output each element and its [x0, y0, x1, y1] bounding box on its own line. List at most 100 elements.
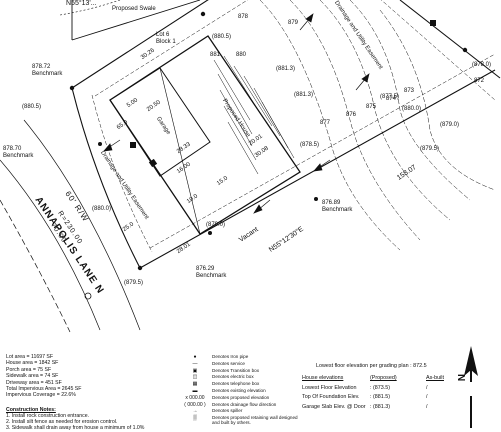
grade: (878.0)	[472, 62, 492, 68]
proposed-swale	[59, 0, 121, 16]
legend: ● Denotes Iron pipe — Denotes service ▣ Den…	[178, 354, 302, 425]
contour-label: 875	[366, 104, 377, 110]
elevation-label: Top Of Foundation Elev.	[302, 394, 360, 400]
contour-label: 878	[238, 14, 249, 20]
setback-lines	[91, 0, 496, 253]
legend-symbol: ▦	[192, 381, 198, 388]
north-property-line	[71, 0, 209, 89]
elevation-asbuilt: /	[426, 394, 428, 400]
benchmark-elev-3: 876.89	[322, 200, 341, 206]
grade: (881.3)	[294, 92, 314, 98]
lot-stat: Lot area = 11697 SF	[6, 354, 54, 360]
grade: (881.3)	[276, 66, 296, 72]
grade: (880.0)	[92, 206, 112, 212]
construction-note: 3. Sidewalk shall drain away from house …	[6, 425, 145, 431]
grade: (879.5)	[420, 146, 440, 152]
east-property-line	[399, 0, 501, 79]
construction-notes-heading: Construction Notes:	[6, 407, 56, 413]
elevation-asbuilt: /	[426, 403, 428, 410]
lot-stat: Total Impervious Area = 2645 SF	[6, 386, 82, 393]
legend-text: Denotes service	[212, 360, 245, 366]
elevations-header-proposed: (Proposed)	[370, 375, 397, 381]
benchmark-label-4: Benchmark	[196, 273, 227, 279]
legend-row: →Denotes spiller	[178, 408, 302, 415]
benchmark-label-2: Benchmark	[3, 153, 34, 159]
grade: (880.0)	[402, 106, 422, 112]
elevation-label: Garage Slab Elev. @ Door	[302, 403, 366, 410]
drainage-arrows	[103, 13, 370, 214]
benchmark-elev-4: 876.29	[196, 266, 215, 272]
construction-note: 2. Install silt fence as needed for eros…	[6, 419, 118, 425]
contour-label: 873	[404, 88, 415, 94]
legend-row: ▣ Denotes Transition box	[178, 368, 302, 375]
elevation-row: Top Of Foundation Elev. : (881.5) /	[302, 393, 444, 403]
lot-stat: House area = 1842 SF	[6, 360, 59, 367]
legend-text: Denotes drainage flow direction	[212, 401, 277, 407]
contour-label: 876	[346, 112, 357, 118]
legend-symbol: ●	[193, 354, 197, 360]
legend-symbol: ▬	[192, 387, 198, 394]
legend-text: Denotes Iron pipe	[212, 354, 249, 359]
legend-text: Denotes telephone box	[212, 381, 260, 387]
legend-row: ( 000.00 ) Denotes drainage flow directio…	[178, 402, 302, 409]
grade: (880.5)	[22, 104, 42, 110]
legend-symbol: x 000.00	[185, 394, 205, 401]
elevations-header: House elevations (Proposed) As-built	[302, 374, 444, 384]
elevations-header-asbuilt: As-built	[426, 375, 444, 381]
legend-symbol: →	[192, 408, 198, 415]
elevation-row: Lowest Floor Elevation : (873.5) /	[302, 384, 444, 394]
west-property-arc	[71, 87, 141, 269]
lot-stat: Sidewalk area = 74 SF	[6, 373, 59, 380]
grade: (880.5)	[212, 34, 232, 40]
legend-symbol: —	[192, 360, 198, 367]
legend-text: Denotes Transition box	[212, 367, 259, 373]
grade: (877.5)	[380, 94, 400, 100]
legend-symbol: ◫	[192, 374, 198, 381]
grade: (879.5)	[124, 280, 144, 286]
legend-row: ● Denotes Iron pipe	[178, 354, 302, 361]
construction-notes: Construction Notes: 1. Install rock cons…	[6, 407, 144, 431]
legend-row: — Denotes service	[178, 361, 302, 368]
contour-label: 880	[236, 52, 247, 58]
elevation-proposed: : (881.5)	[370, 394, 391, 400]
contour-lines	[259, 0, 496, 251]
legend-symbol: ( 000.00 )	[184, 401, 206, 408]
contour-label: 872	[474, 78, 485, 84]
north-arrow-icon	[464, 346, 478, 428]
legend-text: Denotes electric box	[212, 374, 254, 380]
legend-row: ▬ Denotes existing elevation	[178, 388, 302, 395]
legend-symbol: ▒	[193, 415, 197, 422]
legal-lot: Lot 6	[156, 32, 170, 38]
north-bearing: N55°13'...	[66, 0, 97, 7]
elevation-label: Lowest Floor Elevation	[302, 384, 357, 391]
grade: (878.5)	[300, 142, 320, 148]
benchmark-label-1: Benchmark	[32, 71, 63, 77]
construction-note: 1. Install rock construction entrance.	[6, 413, 90, 419]
contour-label: 877	[320, 120, 331, 126]
grade: (879.0)	[440, 122, 460, 128]
benchmark-elev-1: 878.72	[32, 64, 51, 70]
contour-label: 879	[288, 20, 299, 26]
legend-row: ◫ Denotes electric box	[178, 374, 302, 381]
legend-row: ▒ Denotes proposed retaining wall designe…	[178, 415, 302, 425]
lot-statistics: Lot area = 11697 SF House area = 1842 SF…	[6, 354, 81, 399]
lot-stat: Driveway area = 451 SF	[6, 379, 62, 386]
legal-block: Block 1	[156, 39, 176, 45]
legend-text: Denotes existing elevation	[212, 387, 266, 393]
benchmark-label-3: Benchmark	[322, 207, 353, 213]
benchmark-elev-2: 878.70	[3, 146, 22, 152]
legend-symbol: ▣	[192, 367, 198, 374]
elevation-proposed: : (873.5)	[370, 384, 391, 391]
elevation-proposed: : (881.3)	[370, 403, 391, 410]
legend-text: Denotes proposed retaining wall designed…	[212, 415, 298, 426]
street-row	[0, 119, 141, 333]
elevations-header-label: House elevations	[302, 375, 344, 381]
contour-label: 881	[210, 52, 221, 58]
house-footprint	[109, 35, 301, 235]
iron-pipes	[69, 11, 468, 300]
lot-stat: Porch area = 75 SF	[6, 366, 52, 373]
lot-stat: Impervious Coverage = 22.6%	[6, 392, 76, 399]
grade: (879.0)	[206, 222, 226, 228]
legend-text: Denotes proposed elevation	[212, 394, 270, 400]
